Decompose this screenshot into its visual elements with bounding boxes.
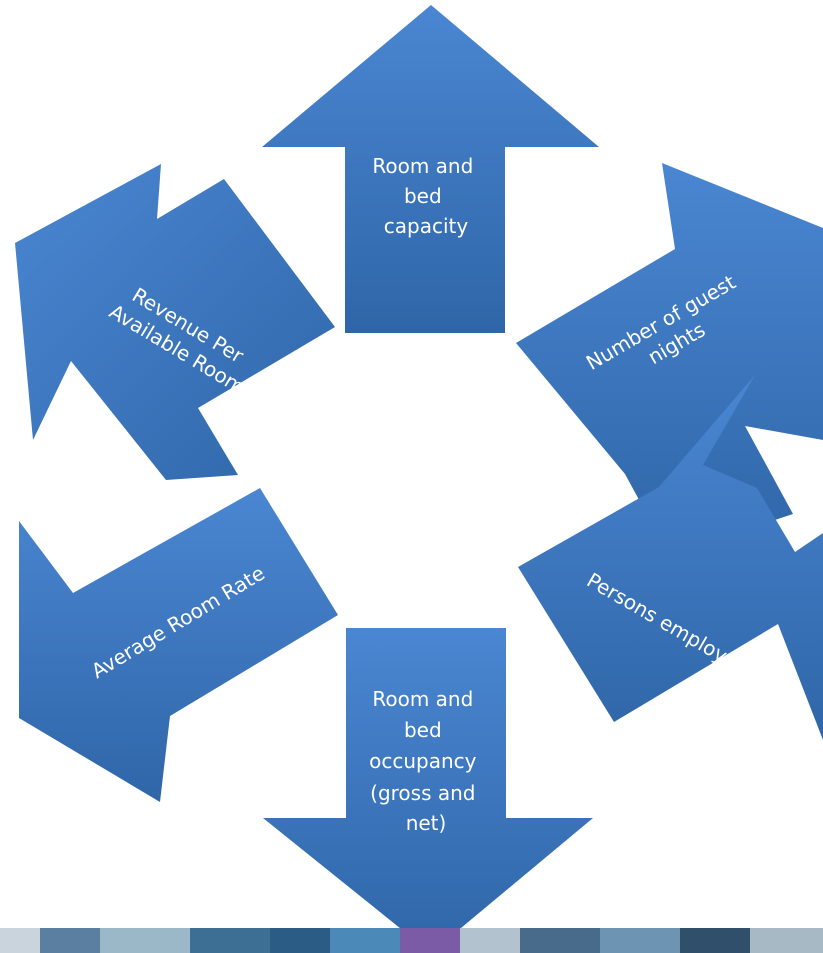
arrow-persons-employed: Persons employed	[518, 375, 823, 740]
arrow-room-bed-occupancy-label: Room and bed occupancy (gross and net)	[369, 687, 483, 835]
arrow-number-of-guest-nights: Number of guest nights	[516, 163, 823, 555]
arrow-average-room-rate: Average Room Rate	[19, 488, 338, 802]
arrow-room-bed-capacity: Room and bed capacity	[262, 5, 599, 333]
decorative-photo-strip	[0, 928, 823, 953]
arrow-room-bed-capacity-label: Room and bed capacity	[372, 154, 479, 238]
arrow-room-bed-occupancy: Room and bed occupancy (gross and net)	[263, 628, 593, 953]
arrow-revenue-per-available-room: Revenue Per Available Room	[15, 164, 335, 480]
